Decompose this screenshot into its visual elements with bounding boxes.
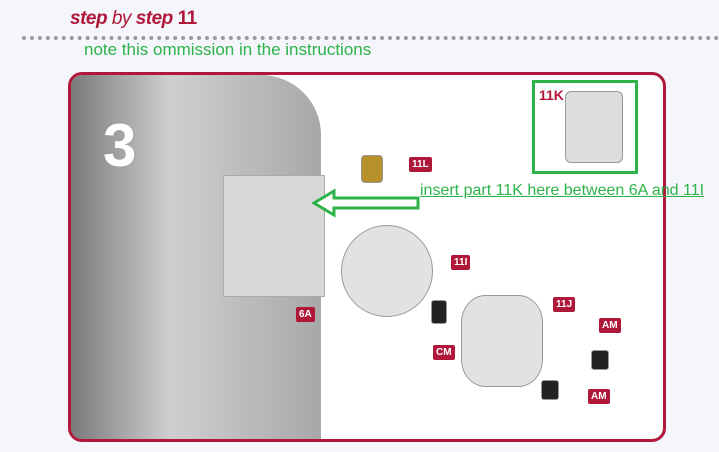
screw-am (541, 380, 559, 400)
label-6a: 6A (296, 307, 315, 322)
part-6a-block (223, 175, 325, 297)
label-cm: CM (433, 345, 455, 360)
section-header: step by step 11 (70, 8, 197, 29)
screw-cm (431, 300, 447, 324)
part-11i (341, 225, 433, 317)
screw-am (591, 350, 609, 370)
inset-part-11k: 11K (532, 80, 638, 174)
part-11l (361, 155, 383, 183)
label-11l: 11L (409, 157, 432, 172)
part-11j (461, 295, 543, 387)
arrow-left-icon (312, 188, 420, 218)
label-11i: 11I (451, 255, 471, 270)
step-number: 3 (103, 112, 137, 179)
callout-text: insert part 11K here between 6A and 11I (420, 182, 705, 199)
label-11k: 11K (539, 87, 564, 103)
label-am: AM (588, 389, 610, 404)
plate-11k-illustration (565, 91, 623, 163)
label-am: AM (599, 318, 621, 333)
dotted-divider (22, 36, 719, 40)
annotation-note: note this ommission in the instructions (84, 40, 372, 59)
label-11j: 11J (553, 297, 576, 312)
